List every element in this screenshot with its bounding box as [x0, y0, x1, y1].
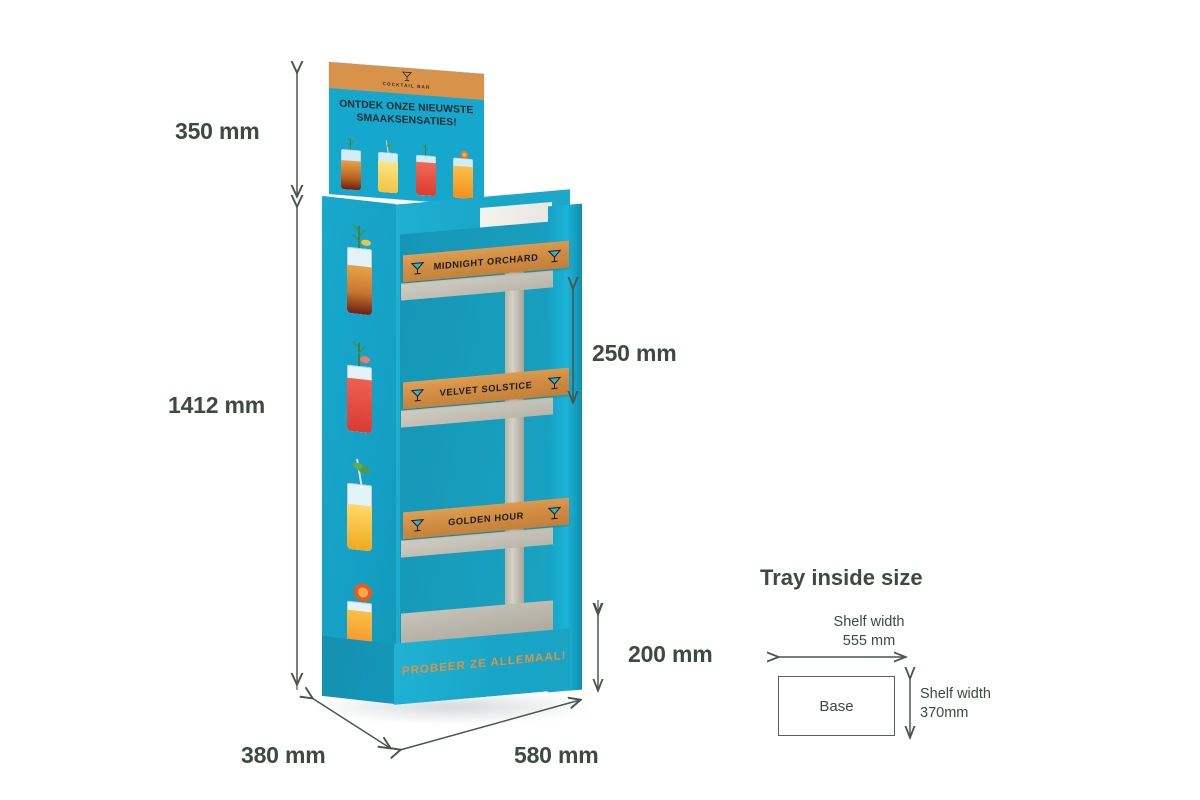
side-panel-drink-images [322, 196, 396, 702]
martini-glass-icon [547, 376, 562, 389]
side-glass-2 [347, 364, 372, 434]
topper-glass-4 [452, 157, 473, 200]
drink-fill [378, 160, 399, 194]
topper-glass-1 [341, 148, 361, 191]
header-topper-sign: COCKTAIL BAR ONTDEK ONZE NIEUWSTE SMAAKS… [329, 62, 484, 206]
base-plinth-side [322, 635, 396, 705]
shelf-banner-label: VELVET SOLSTICE [439, 379, 533, 398]
orange-slice-garnish-icon [460, 150, 469, 159]
shelf-banner-midnight-orchard: MIDNIGHT ORCHARD [403, 240, 569, 283]
base-footprint-label: Base [819, 697, 854, 715]
drink-fill [341, 160, 361, 191]
topper-drink-1 [336, 135, 366, 191]
martini-glass-icon [401, 71, 412, 82]
martini-glass-icon [410, 388, 425, 402]
side-glass-3 [347, 482, 372, 552]
topper-drink-3 [411, 140, 441, 197]
drink-fill [415, 161, 436, 197]
side-drink-1 [336, 219, 382, 320]
display-left-side-panel [322, 195, 396, 703]
topper-drink-images [336, 127, 478, 200]
shelf-banner-label: GOLDEN HOUR [448, 510, 524, 527]
tray-panel-title: Tray inside size [760, 565, 923, 590]
side-drink-4 [336, 573, 382, 674]
base-tagline: PROBEER ZE ALLEMAAL! [401, 649, 567, 678]
shelf-banner-velvet-solstice: VELVET SOLSTICE [403, 367, 569, 410]
dimension-label-base-height: 200 mm [628, 641, 713, 667]
orange-slice-garnish-icon [354, 583, 372, 602]
shelf-banner-golden-hour: GOLDEN HOUR [403, 497, 569, 540]
side-drink-2 [336, 337, 382, 438]
topper-drink-2 [373, 137, 403, 194]
side-drink-3 [336, 455, 382, 556]
dimension-label-width: 580 mm [514, 742, 599, 768]
topper-drink-4 [448, 143, 478, 200]
shelf-width-label: Shelf width [833, 614, 905, 630]
dimension-label-header-height: 350 mm [175, 118, 260, 144]
side-glass-1 [347, 246, 372, 316]
topper-glass-2 [378, 151, 399, 194]
topper-headline: ONTDEK ONZE NIEUWSTE SMAAKSENSATIES! [337, 98, 477, 131]
martini-glass-icon [547, 506, 562, 519]
drink-fill [347, 265, 372, 316]
tray-inside-size-panel: Tray inside size Shelf width 555 mm Base… [760, 565, 1090, 765]
drink-fill [347, 503, 372, 552]
dimension-label-shelf-spacing: 250 mm [592, 340, 677, 366]
martini-glass-icon [547, 249, 562, 262]
shelf-depth-value: 370mm [920, 705, 969, 721]
martini-glass-icon [410, 518, 425, 532]
shelf-depth-label: Shelf width [920, 686, 991, 702]
martini-glass-icon [410, 261, 425, 275]
drink-fill [347, 377, 372, 434]
display-right-wall [548, 203, 582, 693]
dimension-label-depth: 380 mm [241, 742, 326, 768]
display-center-strut [505, 271, 524, 623]
shelf-width-value: 555 mm [842, 633, 896, 649]
shelf-width-annotation: Shelf width 555 mm [784, 613, 954, 651]
shelf-banner-label: MIDNIGHT ORCHARD [433, 251, 539, 272]
base-footprint-box: Base [778, 676, 895, 736]
shelf-depth-annotation: Shelf width 370mm [920, 685, 1040, 723]
drink-fill [452, 165, 473, 200]
rosemary-citrus-garnish-icon [352, 223, 371, 253]
dimension-label-body-height: 1412 mm [168, 392, 266, 418]
topper-glass-3 [415, 154, 436, 197]
